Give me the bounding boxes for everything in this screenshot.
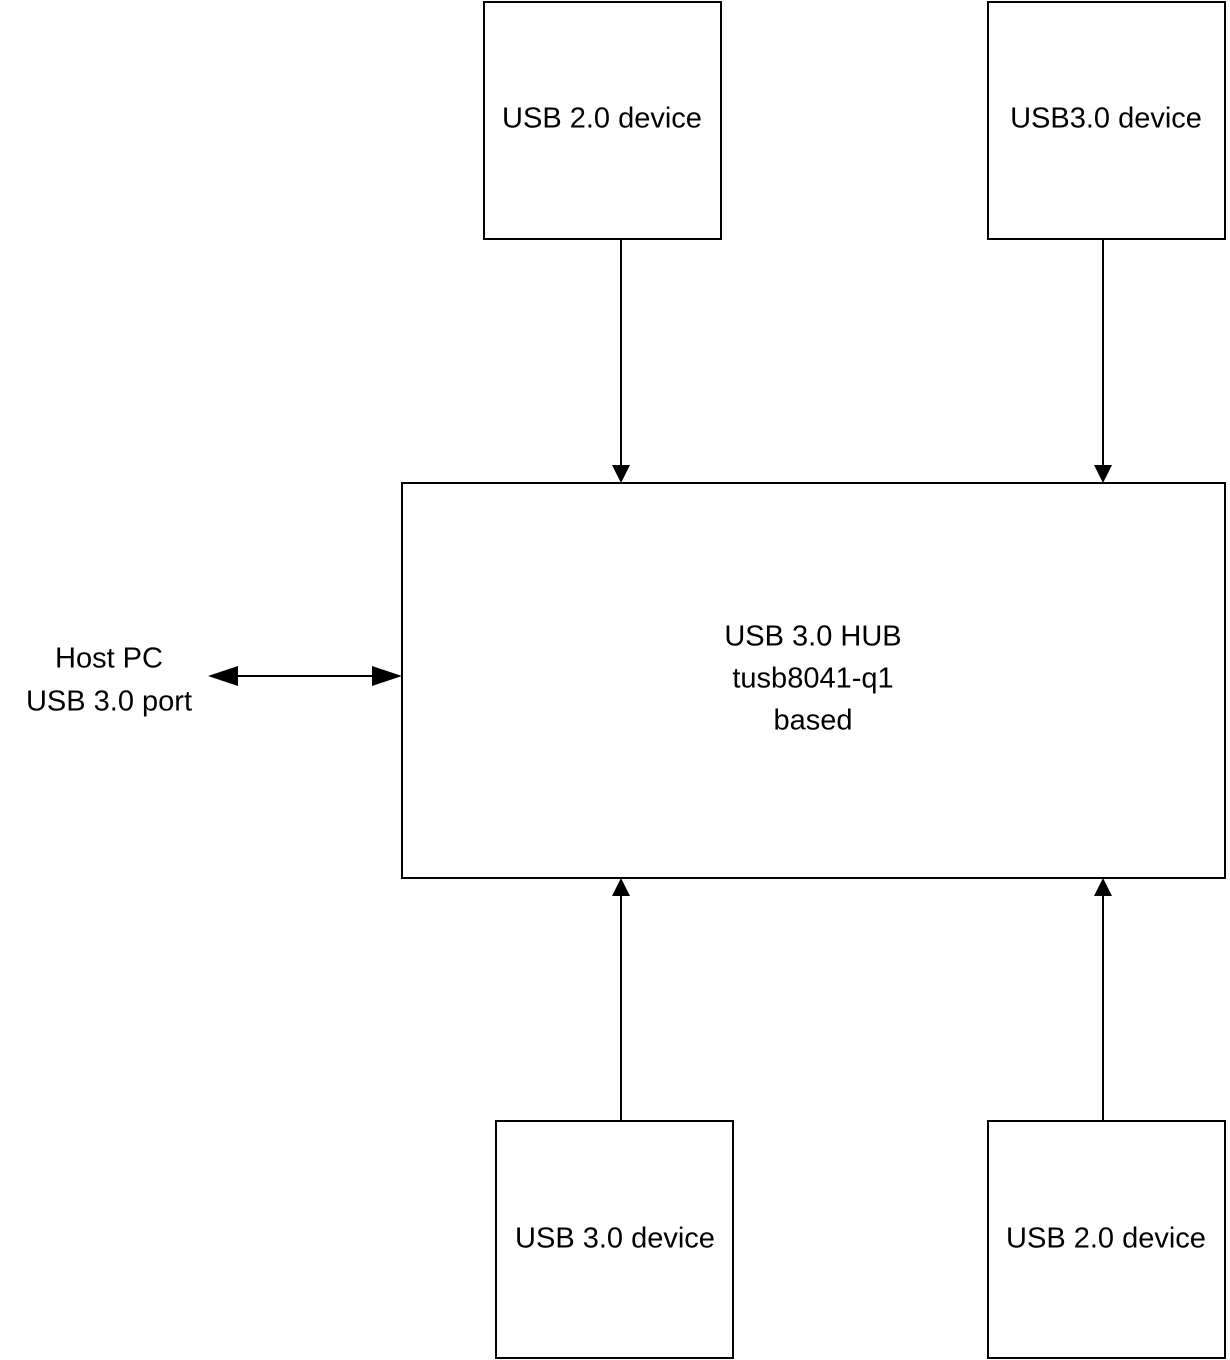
device-top-right-box [987,1,1226,240]
device-bottom-right-label: USB 2.0 device [1006,1223,1206,1255]
arrowhead-down [1094,465,1112,483]
device-bottom-right-box [987,1120,1226,1359]
hub-label-line-2: tusb8041-q1 [732,663,893,695]
connector-top-left-to-hub [612,239,630,483]
device-top-left-box [483,1,722,240]
device-bottom-left-box [495,1120,734,1359]
device-top-left: USB 2.0 device [483,1,722,240]
arrowhead-up [612,878,630,896]
hub: USB 3.0 HUB tusb8041-q1 based [401,482,1226,879]
arrowhead-down [612,465,630,483]
device-bottom-right: USB 2.0 device [987,1120,1226,1359]
host-label-line-2: USB 3.0 port [26,686,192,718]
device-top-right: USB3.0 device [987,1,1226,240]
host-pc: Host PC USB 3.0 port [26,643,192,718]
connector-bottom-right-to-hub [1094,878,1112,1121]
arrowhead-up [1094,878,1112,896]
device-top-right-label: USB3.0 device [1010,103,1202,135]
device-bottom-left: USB 3.0 device [495,1120,734,1359]
host-label-line-1: Host PC [55,643,163,675]
hub-label-line-3: based [773,705,852,737]
device-bottom-left-label: USB 3.0 device [515,1223,715,1255]
connector-bottom-left-to-hub [612,878,630,1121]
connector-top-right-to-hub [1094,239,1112,483]
hub-box [401,482,1226,879]
hub-label-line-1: USB 3.0 HUB [724,621,901,653]
arrowhead-left [208,666,238,686]
arrowhead-right [372,666,402,686]
connector-host-to-hub [208,666,402,686]
device-top-left-label: USB 2.0 device [502,103,702,135]
